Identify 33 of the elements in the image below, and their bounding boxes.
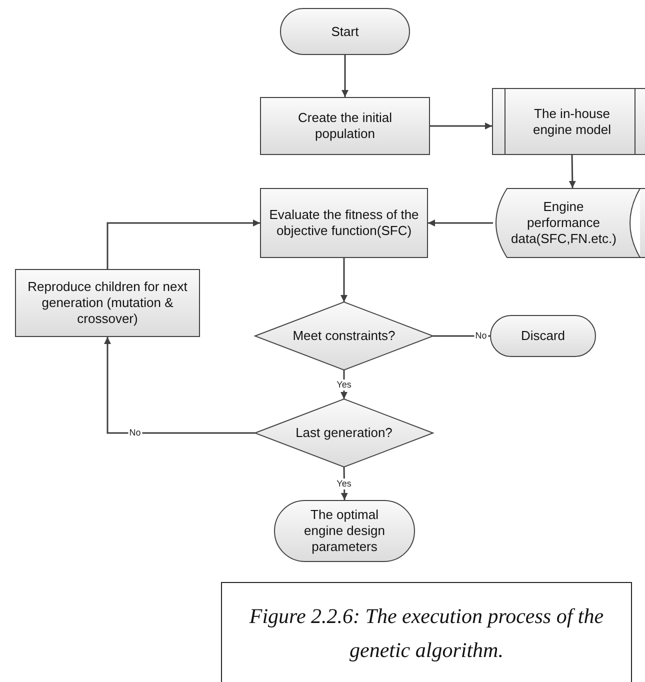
node-text: Evaluate the fitness of the objective function(SFC) <box>269 207 419 239</box>
process-box <box>260 97 430 155</box>
predefined-process-box <box>492 88 645 155</box>
arrow <box>342 55 348 97</box>
stored-data-shape <box>493 188 645 258</box>
edge-label: No <box>474 330 488 342</box>
node-text: Start <box>331 24 359 40</box>
edge-label: Yes <box>336 478 352 490</box>
node-text: Meet constraints? <box>292 328 396 344</box>
arrow <box>340 258 348 302</box>
terminator-shape <box>280 8 410 55</box>
node-text: Create the initial population <box>297 110 393 142</box>
decision-diamond <box>255 399 433 467</box>
process-box <box>260 188 428 258</box>
decision-diamond <box>255 302 433 370</box>
terminator-shape <box>274 500 415 562</box>
node-text: Reproduce children for next generation (mutation & crossover) <box>28 279 188 327</box>
edge-label: No <box>128 428 142 438</box>
process-box <box>15 269 200 337</box>
arrow <box>340 466 348 500</box>
edge-label: Yes <box>336 380 352 390</box>
arrow <box>428 220 493 226</box>
node-text: The optimal engine design parameters <box>303 507 386 555</box>
arrow <box>430 122 492 130</box>
arrow <box>568 154 576 188</box>
terminator-shape <box>490 315 596 357</box>
arrow <box>106 220 260 269</box>
figure-caption: Figure 2.2.6: The execution process of the genetic algorithm. <box>248 603 605 664</box>
node-text: The in-house engine model <box>532 106 612 138</box>
arrow <box>104 337 255 434</box>
node-text: Last generation? <box>296 425 392 441</box>
node-text: Engine performance data(SFC,FN.etc.) <box>511 199 616 247</box>
node-text: Discard <box>520 328 566 344</box>
